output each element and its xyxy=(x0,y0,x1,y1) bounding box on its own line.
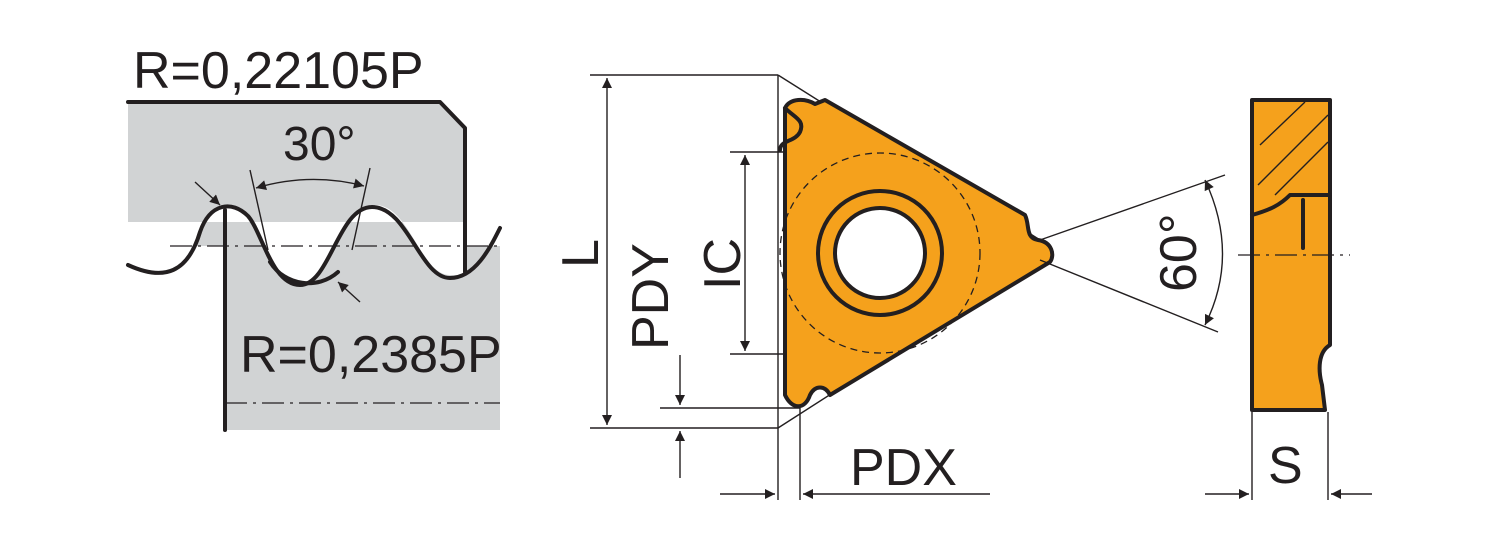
angle-line-upper xyxy=(1039,174,1226,241)
ic-label: IC xyxy=(694,238,752,290)
flank-line-right xyxy=(351,167,371,251)
thread-wave xyxy=(126,204,502,287)
pdx-label: PDX xyxy=(850,439,957,497)
thread-profile-view: R=0,22105P R=0,2385P 30° xyxy=(126,42,502,432)
top-notch xyxy=(778,106,804,152)
l-label: L xyxy=(552,239,610,268)
tip-angle-label: 60° xyxy=(1150,213,1208,292)
workpiece-top-edge xyxy=(126,100,467,274)
flank-angle-label: 30° xyxy=(283,118,356,171)
side-hatch-2 xyxy=(1257,114,1329,186)
hole-inner xyxy=(833,206,927,300)
angle-arc-60 xyxy=(1204,179,1224,326)
insert-face-view: L IC PDY PDX 60° xyxy=(552,74,1226,500)
angle-line-lower xyxy=(1039,259,1219,333)
root-radius-leader xyxy=(337,281,361,303)
side-hatch-1 xyxy=(1259,101,1306,146)
side-hatch-3 xyxy=(1274,141,1329,196)
crest-radius-leader xyxy=(194,181,221,206)
crest-radius-label: R=0,22105P xyxy=(133,42,424,100)
insert-side-view: S xyxy=(1205,98,1372,500)
inscribed-circle xyxy=(779,152,981,354)
root-profile xyxy=(268,260,340,286)
flank-line-left xyxy=(249,169,269,251)
angle-arc-30 xyxy=(255,178,365,190)
thread-cut-area xyxy=(128,205,500,285)
pdy-label: PDY xyxy=(622,243,680,350)
root-radius-label: R=0,2385P xyxy=(240,326,502,384)
s-label: S xyxy=(1268,437,1303,495)
side-chipbreaker xyxy=(1250,193,1332,217)
